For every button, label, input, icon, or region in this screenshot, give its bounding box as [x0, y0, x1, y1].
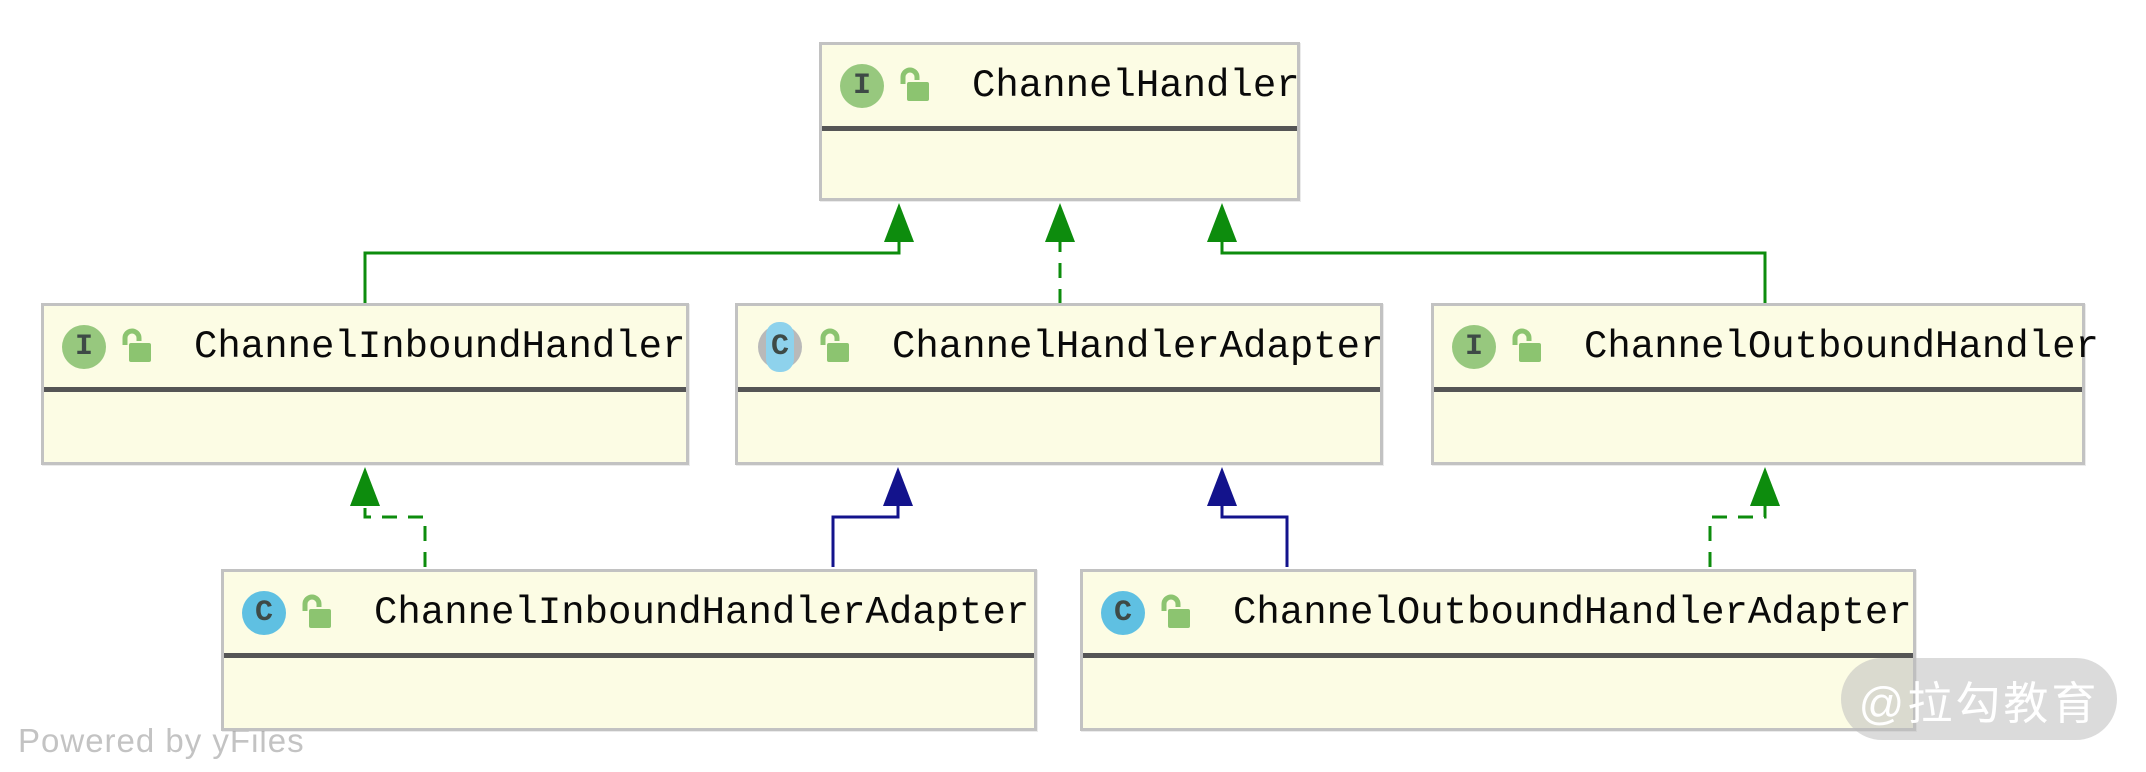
class-node-channelinboundhandler[interactable]: I ChannelInboundHandler [41, 303, 689, 465]
class-name: ChannelInboundHandler [194, 324, 686, 369]
class-name: ChannelOutboundHandlerAdapter [1233, 590, 1912, 635]
edge-inboundhandler-extends-channelhandler[interactable] [363, 203, 914, 304]
node-title-bar: C ChannelInboundHandlerAdapter [224, 572, 1034, 653]
class-icon: C [242, 590, 286, 635]
lagou-watermark-badge: @拉勾教育 [1841, 658, 2117, 740]
edge-outboundhandler-extends-channelhandler[interactable] [1207, 203, 1767, 304]
edge-outboundadapter-extends-handleradapter[interactable] [1207, 467, 1289, 567]
node-title-bar: I ChannelOutboundHandler [1434, 306, 2099, 387]
abstract-class-icon: C [756, 321, 804, 372]
public-unlocked-padlock-icon [300, 594, 334, 632]
node-title-bar: C ChannelOutboundHandlerAdapter [1083, 572, 1913, 653]
compartment-divider [738, 387, 1380, 392]
compartment-divider [224, 653, 1034, 658]
class-node-channeloutboundhandleradapter[interactable]: C ChannelOutboundHandlerAdapter [1080, 569, 1916, 731]
class-node-channeloutboundhandler[interactable]: I ChannelOutboundHandler [1431, 303, 2099, 465]
class-name: ChannelHandler [972, 63, 1300, 108]
edge-handleradapter-implements-channelhandler[interactable] [1045, 203, 1075, 304]
interface-icon: I [1452, 324, 1496, 369]
class-node-channelhandleradapter[interactable]: C ChannelHandlerAdapter [735, 303, 1383, 465]
edge-inboundadapter-implements-inboundhandler[interactable] [350, 467, 427, 567]
public-unlocked-padlock-icon [1510, 328, 1544, 366]
public-unlocked-padlock-icon [1159, 594, 1193, 632]
node-title-bar: C ChannelHandlerAdapter [738, 306, 1384, 387]
class-name: ChannelOutboundHandler [1584, 324, 2099, 369]
interface-icon: I [62, 324, 106, 369]
compartment-divider [44, 387, 686, 392]
class-name: ChannelHandlerAdapter [892, 324, 1384, 369]
class-icon: C [1101, 590, 1145, 635]
class-name: ChannelInboundHandlerAdapter [374, 590, 1030, 635]
node-title-bar: I ChannelHandler [822, 45, 1300, 126]
compartment-divider [1083, 653, 1913, 658]
class-node-channelhandler[interactable]: I ChannelHandler [819, 42, 1300, 201]
public-unlocked-padlock-icon [818, 328, 852, 366]
compartment-divider [822, 126, 1297, 131]
class-node-channelinboundhandleradapter[interactable]: C ChannelInboundHandlerAdapter [221, 569, 1037, 731]
compartment-divider [1434, 387, 2082, 392]
public-unlocked-padlock-icon [120, 328, 154, 366]
public-unlocked-padlock-icon [898, 67, 932, 105]
edge-inboundadapter-extends-handleradapter[interactable] [831, 467, 913, 567]
edge-outboundadapter-implements-outboundhandler[interactable] [1708, 467, 1780, 567]
node-title-bar: I ChannelInboundHandler [44, 306, 686, 387]
interface-icon: I [840, 63, 884, 108]
